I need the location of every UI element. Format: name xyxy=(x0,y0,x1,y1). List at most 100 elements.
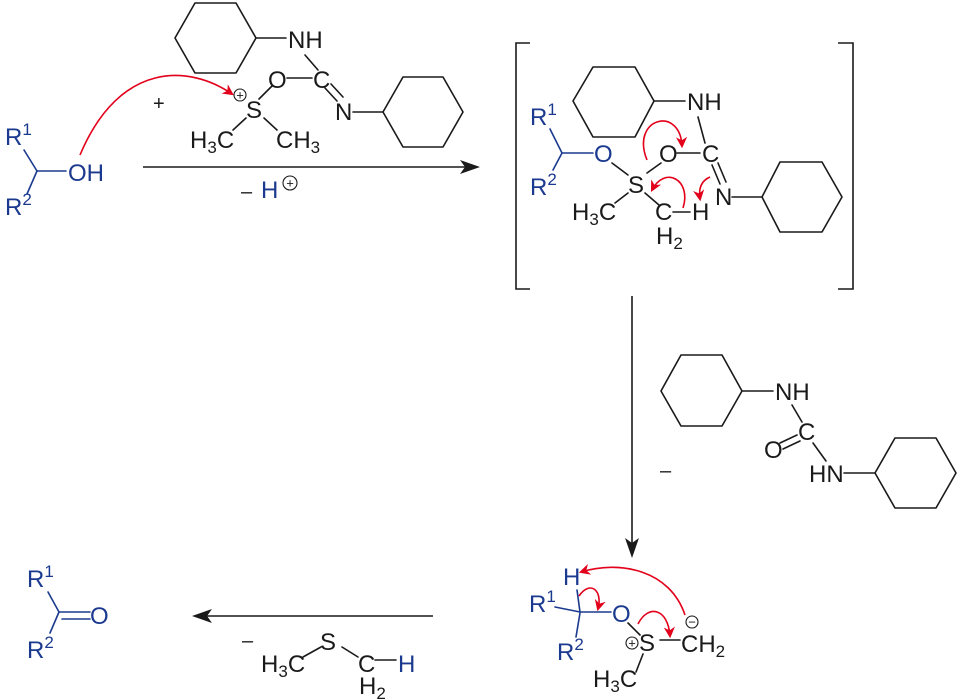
bond xyxy=(47,591,60,613)
oxygen-label: O xyxy=(90,603,109,630)
oxygen-label: O xyxy=(268,67,287,94)
electron-arrow xyxy=(578,564,686,616)
double-bond xyxy=(782,440,801,450)
alcohol: R1 R2 OH xyxy=(5,120,104,221)
sulfur-label: S xyxy=(639,630,655,657)
svg-text:+: + xyxy=(236,88,244,103)
double-bond xyxy=(711,164,721,185)
alkoxysulfonium-intermediate: NH C O N R1 R2 O S H3C C H2 H xyxy=(530,66,843,253)
double-bond xyxy=(717,162,727,183)
r2-label: R2 xyxy=(530,170,557,201)
cyclohexyl-ring xyxy=(874,437,957,509)
sulfur-label: S xyxy=(628,172,644,199)
bond xyxy=(812,442,827,462)
negative-charge-icon: − xyxy=(685,615,699,630)
r1-label: R1 xyxy=(529,587,556,618)
carbonyl-product: R1 R2 O xyxy=(27,562,109,664)
bond xyxy=(258,85,273,100)
svg-text:–: – xyxy=(241,181,253,203)
loss-of-proton: – H + xyxy=(241,175,298,204)
double-bond xyxy=(779,434,798,444)
arrowhead xyxy=(460,160,480,174)
bond xyxy=(263,117,278,131)
left-bracket xyxy=(515,42,530,290)
double-bond xyxy=(330,83,344,98)
double-bond xyxy=(324,87,338,102)
bond xyxy=(575,612,581,638)
minus-sign: – xyxy=(660,460,672,482)
bond xyxy=(576,589,581,613)
electron-arrow xyxy=(79,74,234,156)
methyl-label: H3C xyxy=(593,666,637,696)
hydrogen-label: H xyxy=(563,564,580,591)
electron-arrow xyxy=(693,176,711,202)
bond xyxy=(549,128,563,154)
nh-label: NH xyxy=(775,379,810,406)
oxygen-label: O xyxy=(764,437,783,464)
svg-text:H: H xyxy=(261,177,278,204)
bond xyxy=(697,116,706,144)
plus-sign: + xyxy=(153,93,165,115)
svg-text:−: − xyxy=(688,615,696,630)
electron-arrow xyxy=(642,120,688,161)
hn-label: HN xyxy=(809,461,844,488)
bond xyxy=(554,606,581,613)
cyclohexyl-ring xyxy=(660,354,743,427)
r2-label: R2 xyxy=(557,635,584,666)
bond xyxy=(232,117,247,131)
cyclohexyl-ring xyxy=(174,2,257,74)
methyl-label: H3C xyxy=(190,127,234,157)
cyclohexyl-ring xyxy=(572,66,655,138)
dimethyl-sulfide-byproduct: – H3C S C H2 H xyxy=(242,629,415,700)
hydrogen-label: H xyxy=(398,651,415,678)
bond xyxy=(49,611,60,634)
hydrogen-label: H xyxy=(692,199,709,226)
bond xyxy=(552,152,563,171)
nh-label: NH xyxy=(288,27,323,54)
arrowhead xyxy=(625,538,639,558)
carbon-label: C xyxy=(313,67,330,94)
oxygen-label: O xyxy=(594,141,613,168)
positive-charge-icon: + xyxy=(233,88,247,103)
dicyclohexylurea-byproduct: – NH C O HN xyxy=(660,354,957,509)
sulfur-label: S xyxy=(320,629,336,656)
nitrogen-label: N xyxy=(715,184,732,211)
arrowhead xyxy=(192,609,212,623)
electron-arrow xyxy=(650,176,686,209)
methylene-label: CH2 xyxy=(681,631,725,661)
nitrogen-label: N xyxy=(335,99,352,126)
r2-label: R2 xyxy=(5,190,32,221)
right-bracket xyxy=(838,42,854,290)
oxygen-label: O xyxy=(612,601,631,628)
methyl-label: H3C xyxy=(572,199,616,229)
oxygen-label: O xyxy=(659,141,678,168)
r2-label: R2 xyxy=(27,633,54,664)
bond xyxy=(635,653,644,673)
activated-dmso-reagent: NH C O N S + H3C CH3 xyxy=(174,2,464,157)
nh-label: NH xyxy=(687,89,722,116)
methylene-carbon-label: C xyxy=(655,199,672,226)
bond xyxy=(627,622,641,636)
positive-charge-icon: + xyxy=(625,636,639,651)
carbon-label: C xyxy=(358,651,375,678)
bond xyxy=(646,162,662,174)
bond xyxy=(302,646,322,658)
bond xyxy=(23,149,38,172)
bond xyxy=(791,404,803,423)
minus-sign: – xyxy=(242,630,254,652)
carbon-label: C xyxy=(702,141,719,168)
electron-arrow xyxy=(637,610,675,639)
r1-label: R1 xyxy=(27,562,54,593)
r1-label: R1 xyxy=(530,100,557,131)
methyl-label: CH3 xyxy=(276,127,320,157)
bond xyxy=(611,162,629,176)
bond xyxy=(614,192,629,204)
sulfur-ylide: H R1 R2 O + S CH2 − H3C xyxy=(529,564,725,696)
h2-label: H2 xyxy=(359,673,386,700)
sulfur-label: S xyxy=(246,97,262,124)
electron-arrow xyxy=(578,587,606,612)
svg-text:+: + xyxy=(286,176,294,191)
bond xyxy=(26,170,38,195)
svg-text:+: + xyxy=(628,636,636,651)
